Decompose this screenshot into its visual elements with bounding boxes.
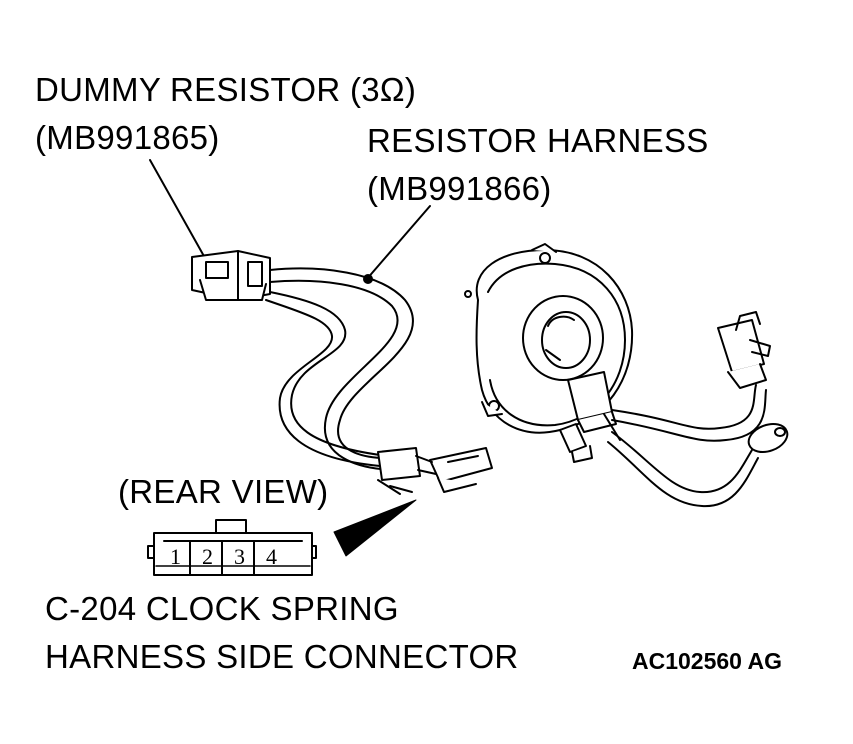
rear-view-pointer xyxy=(333,499,417,557)
dummy-resistor-part-number: (MB991865) xyxy=(35,119,220,156)
connector-pin-3: 3 xyxy=(234,544,245,569)
connector-label-line2: HARNESS SIDE CONNECTOR xyxy=(45,638,519,675)
clock-spring-plug xyxy=(377,447,493,495)
connector-pin-4: 4 xyxy=(266,544,277,569)
figure-code: AC102560 AG xyxy=(632,648,783,674)
connector-pin-1: 1 xyxy=(170,544,181,569)
dummy-resistor-connector xyxy=(191,250,271,301)
resistor-harness-label: RESISTOR HARNESS xyxy=(367,122,709,159)
clock-spring-assembly xyxy=(464,243,634,463)
resistor-harness-wires xyxy=(265,267,414,471)
resistor-harness-part-number: (MB991866) xyxy=(367,170,552,207)
rear-view-label: (REAR VIEW) xyxy=(118,473,329,510)
connector-pin-2: 2 xyxy=(202,544,213,569)
resistor-harness-leader xyxy=(365,205,431,281)
dummy-resistor-label: DUMMY RESISTOR (3Ω) xyxy=(35,71,417,108)
clock-spring-pigtails xyxy=(607,311,789,508)
connector-label-line1: C-204 CLOCK SPRING xyxy=(45,590,399,627)
rear-view-connector xyxy=(147,519,317,576)
